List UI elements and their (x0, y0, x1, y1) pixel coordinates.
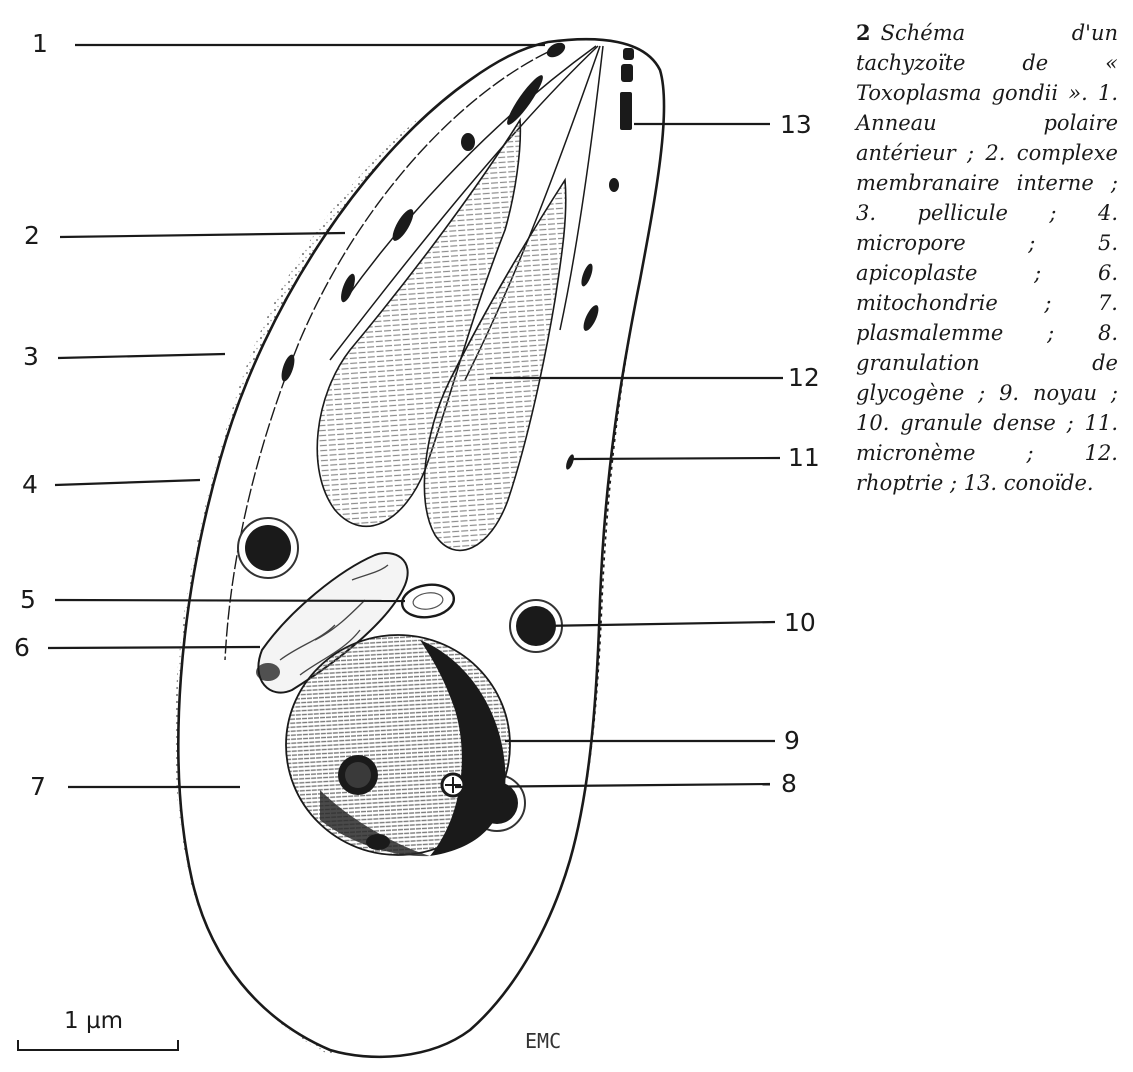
figure-caption-text: Schéma d'un tachyzoïte de « Toxoplasma g… (856, 21, 1118, 495)
signature-mark: EMC (525, 1029, 561, 1053)
label-7: 7 (30, 772, 46, 801)
nucleus (286, 635, 510, 856)
label-1: 1 (32, 29, 48, 58)
label-13: 13 (780, 110, 812, 139)
scale-bar: 1 µm (18, 1008, 178, 1050)
label-11: 11 (788, 443, 820, 472)
label-4: 4 (22, 470, 38, 499)
label-6: 6 (14, 633, 30, 662)
scale-bar-label: 1 µm (64, 1008, 123, 1034)
label-8: 8 (781, 769, 797, 798)
label-2: 2 (24, 221, 40, 250)
label-9: 9 (784, 726, 800, 755)
label-5: 5 (20, 585, 36, 614)
label-3: 3 (23, 342, 39, 371)
figure-number: 2 (856, 20, 871, 45)
label-10: 10 (784, 608, 816, 637)
label-12: 12 (788, 363, 820, 392)
